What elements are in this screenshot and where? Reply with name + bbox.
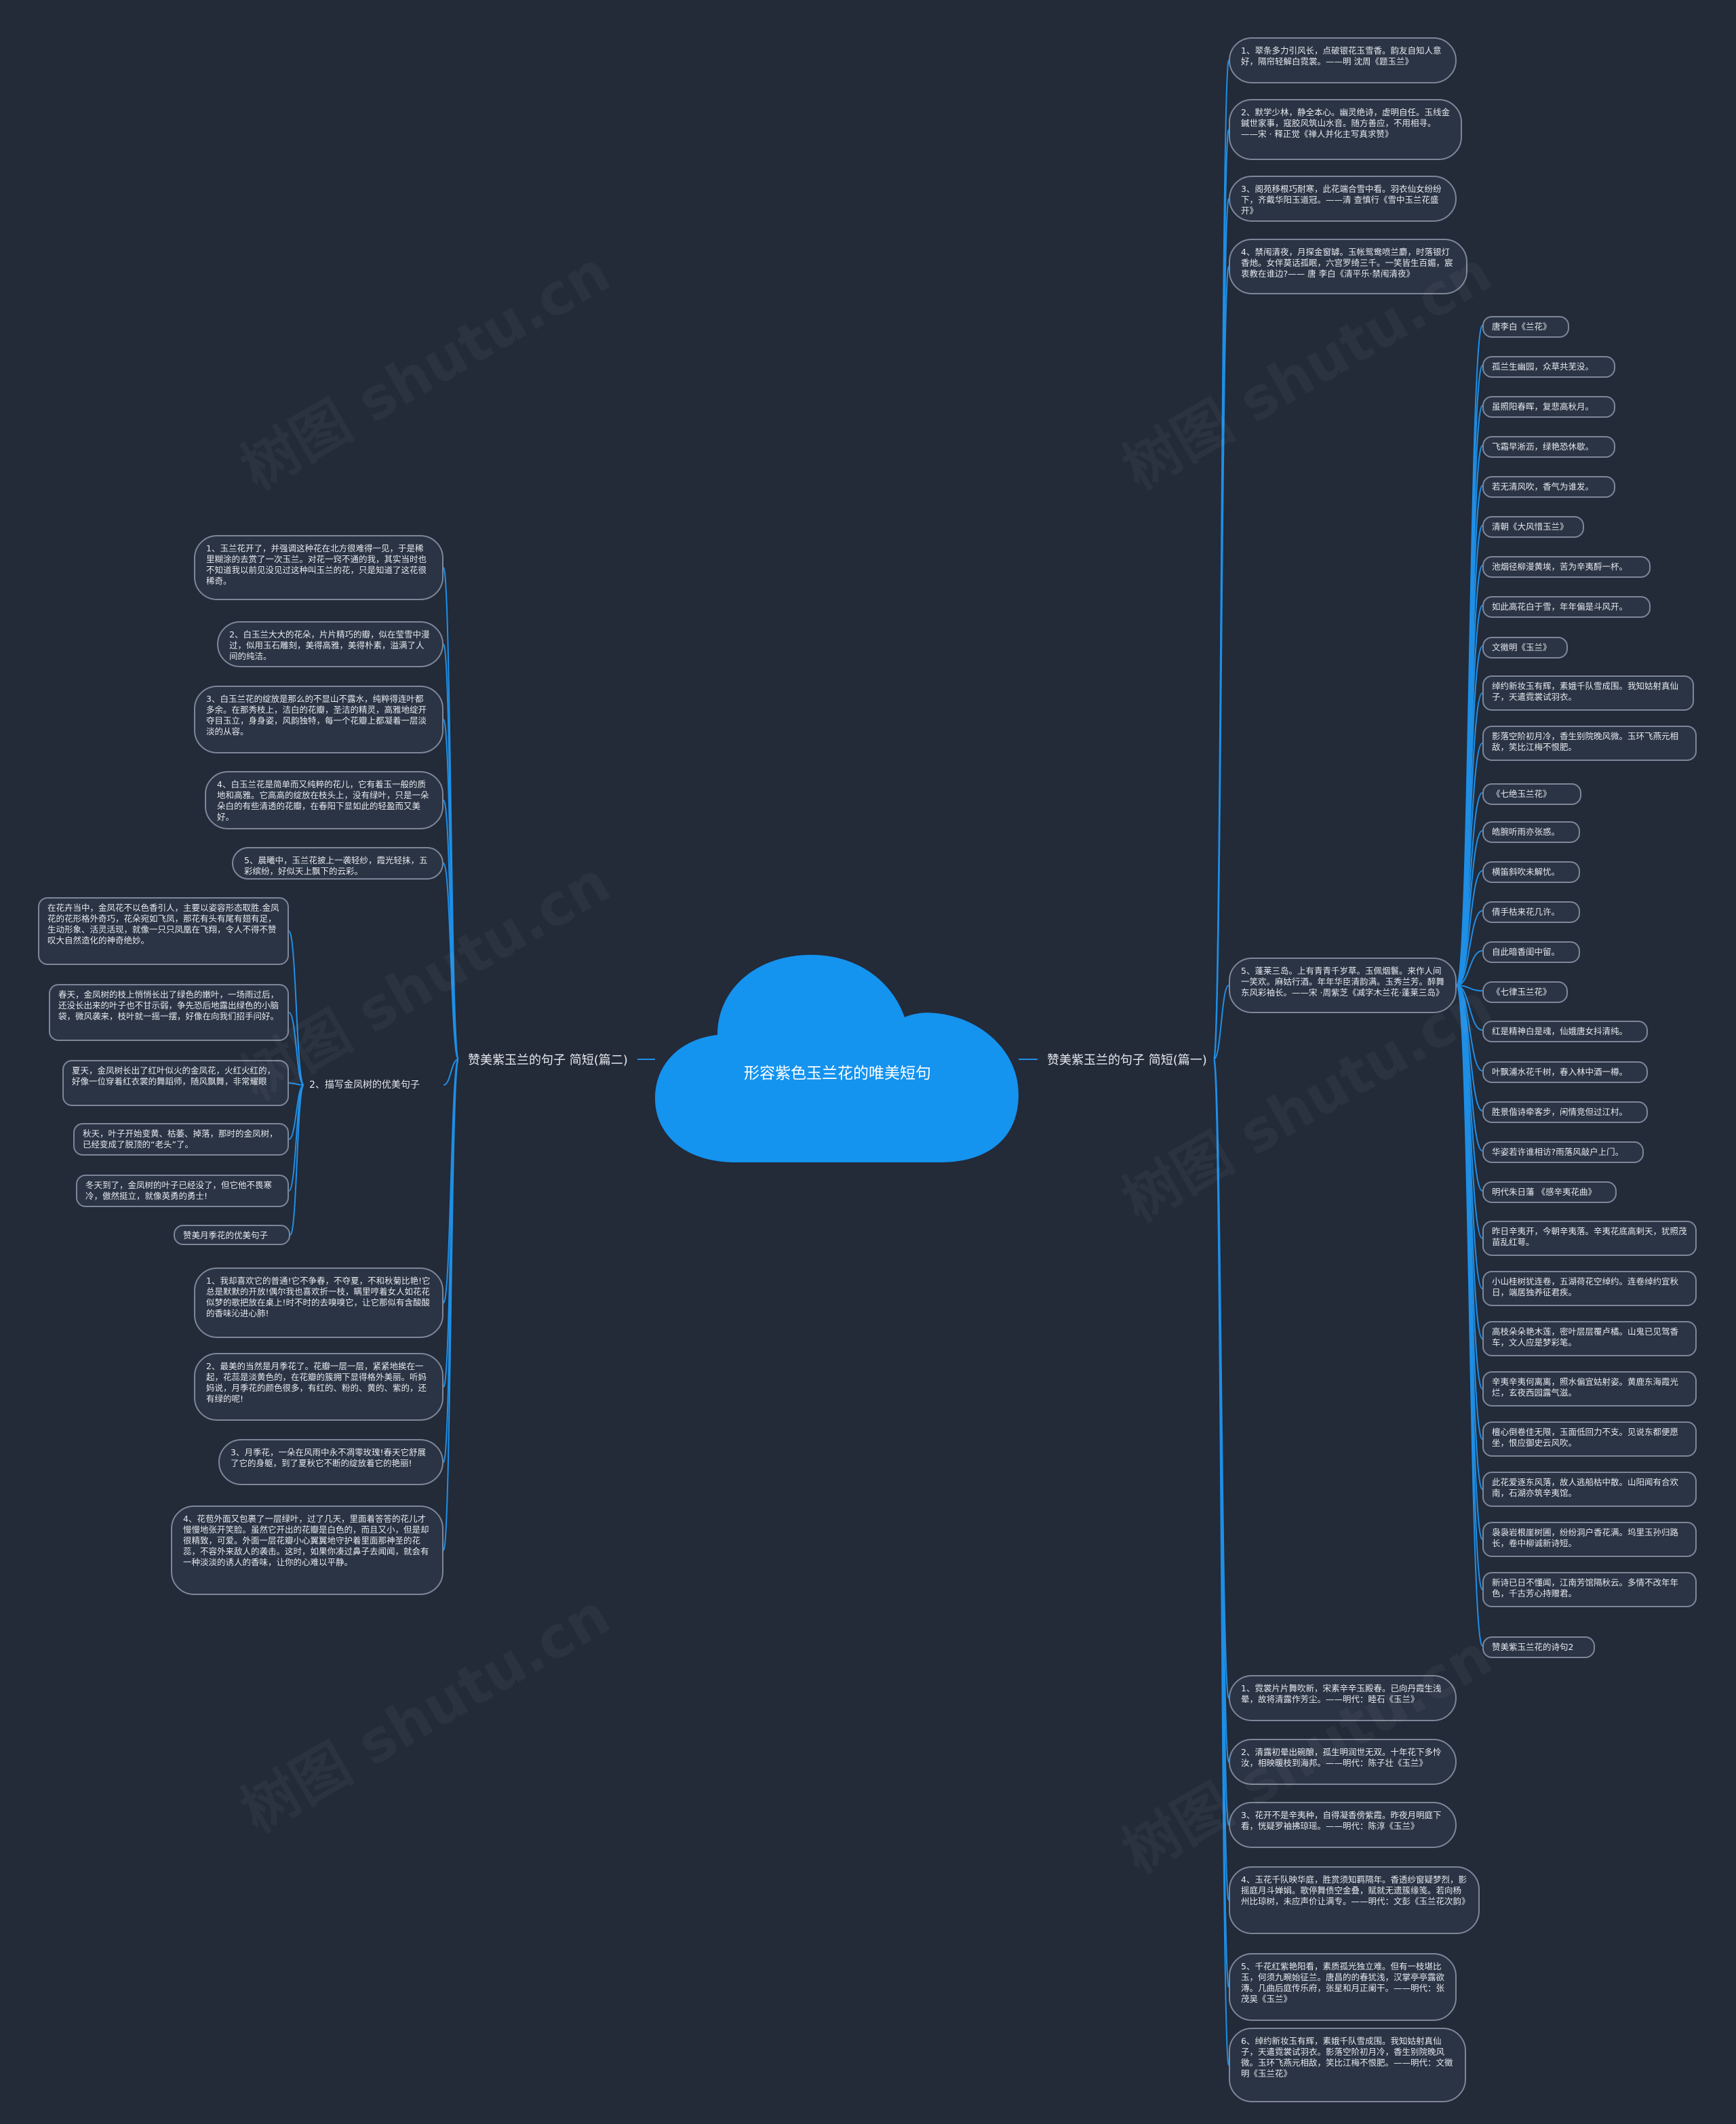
poem-line (1456, 985, 1483, 1647)
poem-line-node[interactable]: 袅袅岩根崖树圃，纷纷洞户香花满。坞里玉孙归路长，卷中柳诚新诗短。 (1482, 1522, 1697, 1557)
sub-item-node[interactable]: 在花卉当中，金凤花不以色香引人，主要以姿容形态取胜.金凤花的花形格外奇巧，花朵宛… (38, 897, 289, 965)
branch-right-label[interactable]: 赞美紫玉兰的句子 简短(篇一) (1047, 1053, 1207, 1067)
left-sub-line (443, 1059, 459, 1086)
poem-line-node[interactable]: 华姿若许谁相访?雨落风敲户上门。 (1482, 1141, 1644, 1163)
right-more-node[interactable]: 3、花开不是辛夷种，自得凝香傍紫霞。昨夜月明庭下看，恍疑罗袖拂琼瑶。——明代：陈… (1229, 1802, 1457, 1848)
center-topic[interactable]: 形容紫色玉兰花的唯美短句 (744, 1065, 931, 1082)
poem-line-node[interactable]: 横笛斜吹未解忧。 (1482, 861, 1580, 883)
poem-line-node[interactable]: 新诗已日不懂闻，江南芳馆隔秋云。多情不改年年色，千古芳心持赠君。 (1482, 1572, 1697, 1607)
left-more-line (443, 1059, 459, 1463)
left-more-line (443, 1059, 459, 1551)
poem-line-node[interactable]: 檀心倒卷佳无限，玉面低回力不支。见说东都便愿坐，恨应御史云风吹。 (1482, 1421, 1697, 1457)
left-item-line (443, 863, 459, 1060)
sub-item-node[interactable]: 夏天，金凤树长出了红叶似火的金凤花，火红火红的，好像一位穿着红衣裳的舞蹈师，随风… (62, 1060, 289, 1106)
poem-line-node[interactable]: 《七绝玉兰花》 (1482, 783, 1581, 805)
right-item-node[interactable]: 4、禁闱清夜，月探金窗罅。玉帐鸳鸯喷兰麝，时落银灯香灺。女伴莫话孤眠，六宫罗绮三… (1229, 239, 1467, 294)
branch-left-label[interactable]: 赞美紫玉兰的句子 简短(篇二) (468, 1053, 628, 1067)
left-more-node[interactable]: 1、我却喜欢它的普通!它不争春，不夺夏，不和秋菊比艳!它总是默默的开放!偶尔我也… (194, 1267, 443, 1338)
right-more-line (1213, 1059, 1229, 2066)
poem-line-node[interactable]: 皓腕听雨亦张惑。 (1482, 821, 1580, 843)
poem-line-node[interactable]: 胜景偕诗牵客步，闲情竞但过江村。 (1482, 1101, 1648, 1123)
poem-line (1456, 985, 1483, 1031)
left-item-node[interactable]: 5、晨曦中，玉兰花披上一袭轻纱，霞光轻抹，五彩缤纷，好似天上飘下的云彩。 (232, 847, 443, 880)
poem-line-node[interactable]: 《七律玉兰花》 (1482, 981, 1568, 1003)
poem-line-node[interactable]: 虽照阳春晖，复悲高秋月。 (1482, 396, 1615, 418)
poem-line-node[interactable]: 飞霜早淅沥，绿艳恐休歇。 (1482, 436, 1615, 458)
sub-item-node[interactable]: 秋天，叶子开始变黄、枯萎、掉落，那时的金凤树，已经变成了脱顶的“老头”了。 (73, 1123, 289, 1156)
left-item-node[interactable]: 3、白玉兰花的绽放是那么的不显山不露水，纯粹得连叶都多余。在那秀枝上，洁白的花瓣… (194, 686, 443, 753)
poem-line-node[interactable]: 昨日辛夷开，今朝辛夷落。辛夷花底高剌天，犹照茂苗乱红萼。 (1482, 1221, 1697, 1256)
sub-item-node[interactable]: 冬天到了，金凤树的叶子已经没了，但它他不畏寒冷，傲然挺立，就像英勇的勇士! (76, 1175, 289, 1207)
sub-item-line (288, 930, 304, 1086)
poem-line-node[interactable]: 池烟径柳漫黄埃，苦为辛夷酹一杯。 (1482, 556, 1651, 578)
poem-line (1456, 950, 1483, 986)
poem-line-node[interactable]: 小山桂树犹连卷，五湖荷花空绰约。连卷绰约宜秋日，端居独养征君疾。 (1482, 1271, 1697, 1306)
poem-line-node[interactable]: 红是精神白是魂，仙娥唐女抖清纯。 (1482, 1021, 1648, 1042)
poem-line-node[interactable]: 高枝朵朵艳木莲，密叶层层覆卢橘。山鬼已见驾香车，文人应是梦彩笔。 (1482, 1321, 1697, 1356)
poem-line-node[interactable]: 唐李白《兰花》 (1482, 316, 1569, 338)
left-item-node[interactable]: 4、白玉兰花是简单而又纯粹的花儿，它有着玉一般的质地和高雅。它高高的绽放在枝头上… (205, 771, 443, 829)
left-more-node[interactable]: 3、月季花，一朵在风雨中永不凋零玫瑰!春天它舒展了它的身躯，到了夏秋它不断的绽放… (218, 1439, 443, 1485)
sub-branch-label[interactable]: 2、描写金凤树的优美句子 (309, 1080, 420, 1090)
poem-line-node[interactable]: 孤兰生幽园，众草共芜没。 (1482, 356, 1615, 378)
sub-item-node[interactable]: 赞美月季花的优美句子 (174, 1225, 290, 1245)
right-item-node[interactable]: 5、蓬莱三岛。上有青青千岁草。玉佩烟鬟。来作人间一笑欢。麻姑行酒。年年华臣清韵满… (1229, 958, 1457, 1013)
right-item-node[interactable]: 3、阁苑移根巧耐寒，此花端合雪中看。羽衣仙女纷纷下，齐戴华阳玉道冠。——清 查慎… (1229, 176, 1457, 222)
sub-item-line (288, 1082, 304, 1086)
sub-item-line (290, 1084, 304, 1236)
poem-line-node[interactable]: 文徵明《玉兰》 (1482, 637, 1568, 658)
right-more-node[interactable]: 2、清露初晕出碗酿，孤生明润世无双。十年花下多怜汝，相映暖枝到海邦。——明代：陈… (1229, 1739, 1457, 1785)
poem-line (1456, 910, 1483, 986)
poem-line-node[interactable]: 赞美紫玉兰花的诗句2 (1482, 1636, 1595, 1658)
poem-line-node[interactable]: 绰约新妆玉有辉，素娥千队雪成围。我知姑射真仙子，天遣霓裳试羽衣。 (1482, 675, 1694, 711)
right-more-node[interactable]: 4、玉花千队映华庭，胜赏须知羁隔年。香透纱窗疑梦烈，影摇庭月斗婵娟。歌停舞债空金… (1229, 1866, 1480, 1934)
poem-line (1456, 870, 1483, 986)
right-item-line (1213, 266, 1229, 1060)
poem-line-node[interactable]: 明代朱日藩 《感辛夷花曲》 (1482, 1181, 1617, 1203)
sub-item-line (288, 1012, 304, 1086)
right-item-line (1213, 985, 1229, 1060)
sub-item-node[interactable]: 春天，金凤树的枝上悄悄长出了绿色的嫩叶，一场雨过后，还没长出来的叶子也不甘示弱，… (49, 984, 289, 1041)
left-item-node[interactable]: 2、白玉兰大大的花朵，片片精巧的瓣，似在莹雪中漫过，似用玉石雕刻，美得高雅，美得… (217, 621, 443, 667)
poem-line-node[interactable]: 叶飘浦水花千树，春入林中酒一樽。 (1482, 1061, 1648, 1083)
left-more-node[interactable]: 4、花苞外面又包裹了一层绿叶，过了几天，里面着答答的花儿才慢慢地张开笑脸。虽然它… (171, 1506, 443, 1595)
right-item-node[interactable]: 2、默学少林，静全本心。幽灵绝诗，虚明自任。玉线金鍼世家事，寇胶风筑山水音。随方… (1229, 99, 1462, 160)
poem-line-node[interactable]: 清朝《大风惜玉兰》 (1482, 516, 1584, 538)
poem-line-node[interactable]: 如此高花白于雪，年年偏是斗风开。 (1482, 596, 1651, 618)
right-item-node[interactable]: 1、翠条多力引风长，点破银花玉雪香。韵友自知人意好，隔帘轻解白霓裳。——明 沈周… (1229, 37, 1457, 83)
poem-line-node[interactable]: 影落空阶初月冷，香生别院晚风微。玉环飞燕元相敌，笑比江梅不恨肥。 (1482, 726, 1697, 761)
poem-line-node[interactable]: 倩手枯来花几许。 (1482, 901, 1580, 923)
right-more-node[interactable]: 5、千花红紫艳阳看，素质孤光独立难。但有一枝堪比玉，何须九畹始征兰。唐昌的的春犹… (1229, 1953, 1457, 2021)
left-more-node[interactable]: 2、最美的当然是月季花了。花瓣一层一层，紧紧地挨在一起，花蕊是淡黄色的，在花瓣的… (194, 1353, 443, 1421)
right-more-node[interactable]: 6、绰约新妆玉有辉，素娥千队雪成围。我知姑射真仙子，天遣霓裳试羽衣。影落空阶初月… (1229, 2028, 1466, 2102)
right-more-node[interactable]: 1、霓裳片片舞吹新，宋素辛辛玉殿春。已向丹霞生浅晕，故将清露作芳尘。——明代：睦… (1229, 1675, 1457, 1721)
poem-line-node[interactable]: 若无清风吹，香气为谁发。 (1482, 476, 1615, 498)
poem-line-node[interactable]: 辛夷辛夷何离离，照水偏宜姑射姿。黄鹿东海霞光烂，玄夜西园露气滋。 (1482, 1371, 1697, 1407)
poem-line-node[interactable]: 此花爱逐东风落，故人逃船枯中散。山阳闻有合欢南，石湖亦筑辛夷馆。 (1482, 1472, 1697, 1507)
poem-line (1456, 830, 1483, 986)
center-cloud-shape (655, 955, 1019, 1162)
poem-line-node[interactable]: 自此暗香闺中留。 (1482, 941, 1580, 963)
left-item-node[interactable]: 1、玉兰花开了，并强调这种花在北方很难得一见，于是稀里糊涂的去赏了一次玉兰。对花… (194, 535, 443, 600)
